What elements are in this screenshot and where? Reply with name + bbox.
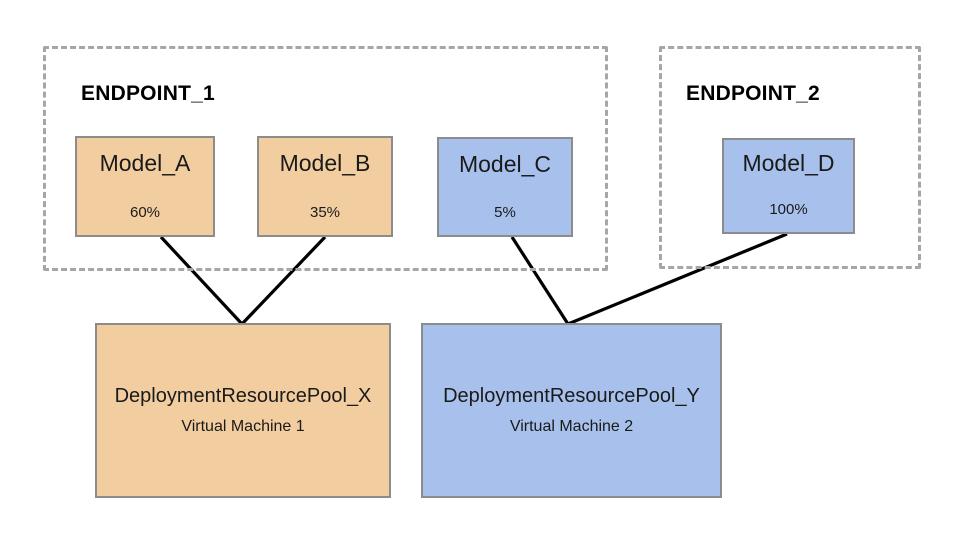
pool-box-deploymentresourcepool-x[interactable]: DeploymentResourcePool_X Virtual Machine… <box>95 323 391 498</box>
model-c-name: Model_C <box>458 151 552 177</box>
pool-x-machine-label: Virtual Machine 1 <box>181 418 305 435</box>
endpoint-2-title: ENDPOINT_2 <box>686 82 820 105</box>
pool-y-machine-label: Virtual Machine 2 <box>509 418 634 435</box>
model-c-traffic-split: 5% <box>494 204 516 221</box>
model-b-name: Model_B <box>279 150 371 176</box>
endpoint-group-1[interactable] <box>43 46 608 271</box>
model-a-traffic-split: 60% <box>129 204 161 221</box>
model-d-traffic-split: 100% <box>769 201 808 218</box>
model-box-model-d[interactable]: Model_D 100% <box>722 138 855 234</box>
model-box-model-a[interactable]: Model_A 60% <box>75 136 215 237</box>
pool-y-name: DeploymentResourcePool_Y <box>443 385 700 407</box>
model-b-traffic-split: 35% <box>309 204 341 221</box>
pool-box-deploymentresourcepool-y[interactable]: DeploymentResourcePool_Y Virtual Machine… <box>421 323 722 498</box>
endpoint-1-title: ENDPOINT_1 <box>81 82 215 105</box>
model-d-name: Model_D <box>742 150 835 176</box>
model-box-model-c[interactable]: Model_C 5% <box>437 137 573 237</box>
endpoint-group-2[interactable] <box>659 46 921 269</box>
model-a-name: Model_A <box>99 150 191 176</box>
model-box-model-b[interactable]: Model_B 35% <box>257 136 393 237</box>
pool-x-name: DeploymentResourcePool_X <box>114 385 372 407</box>
